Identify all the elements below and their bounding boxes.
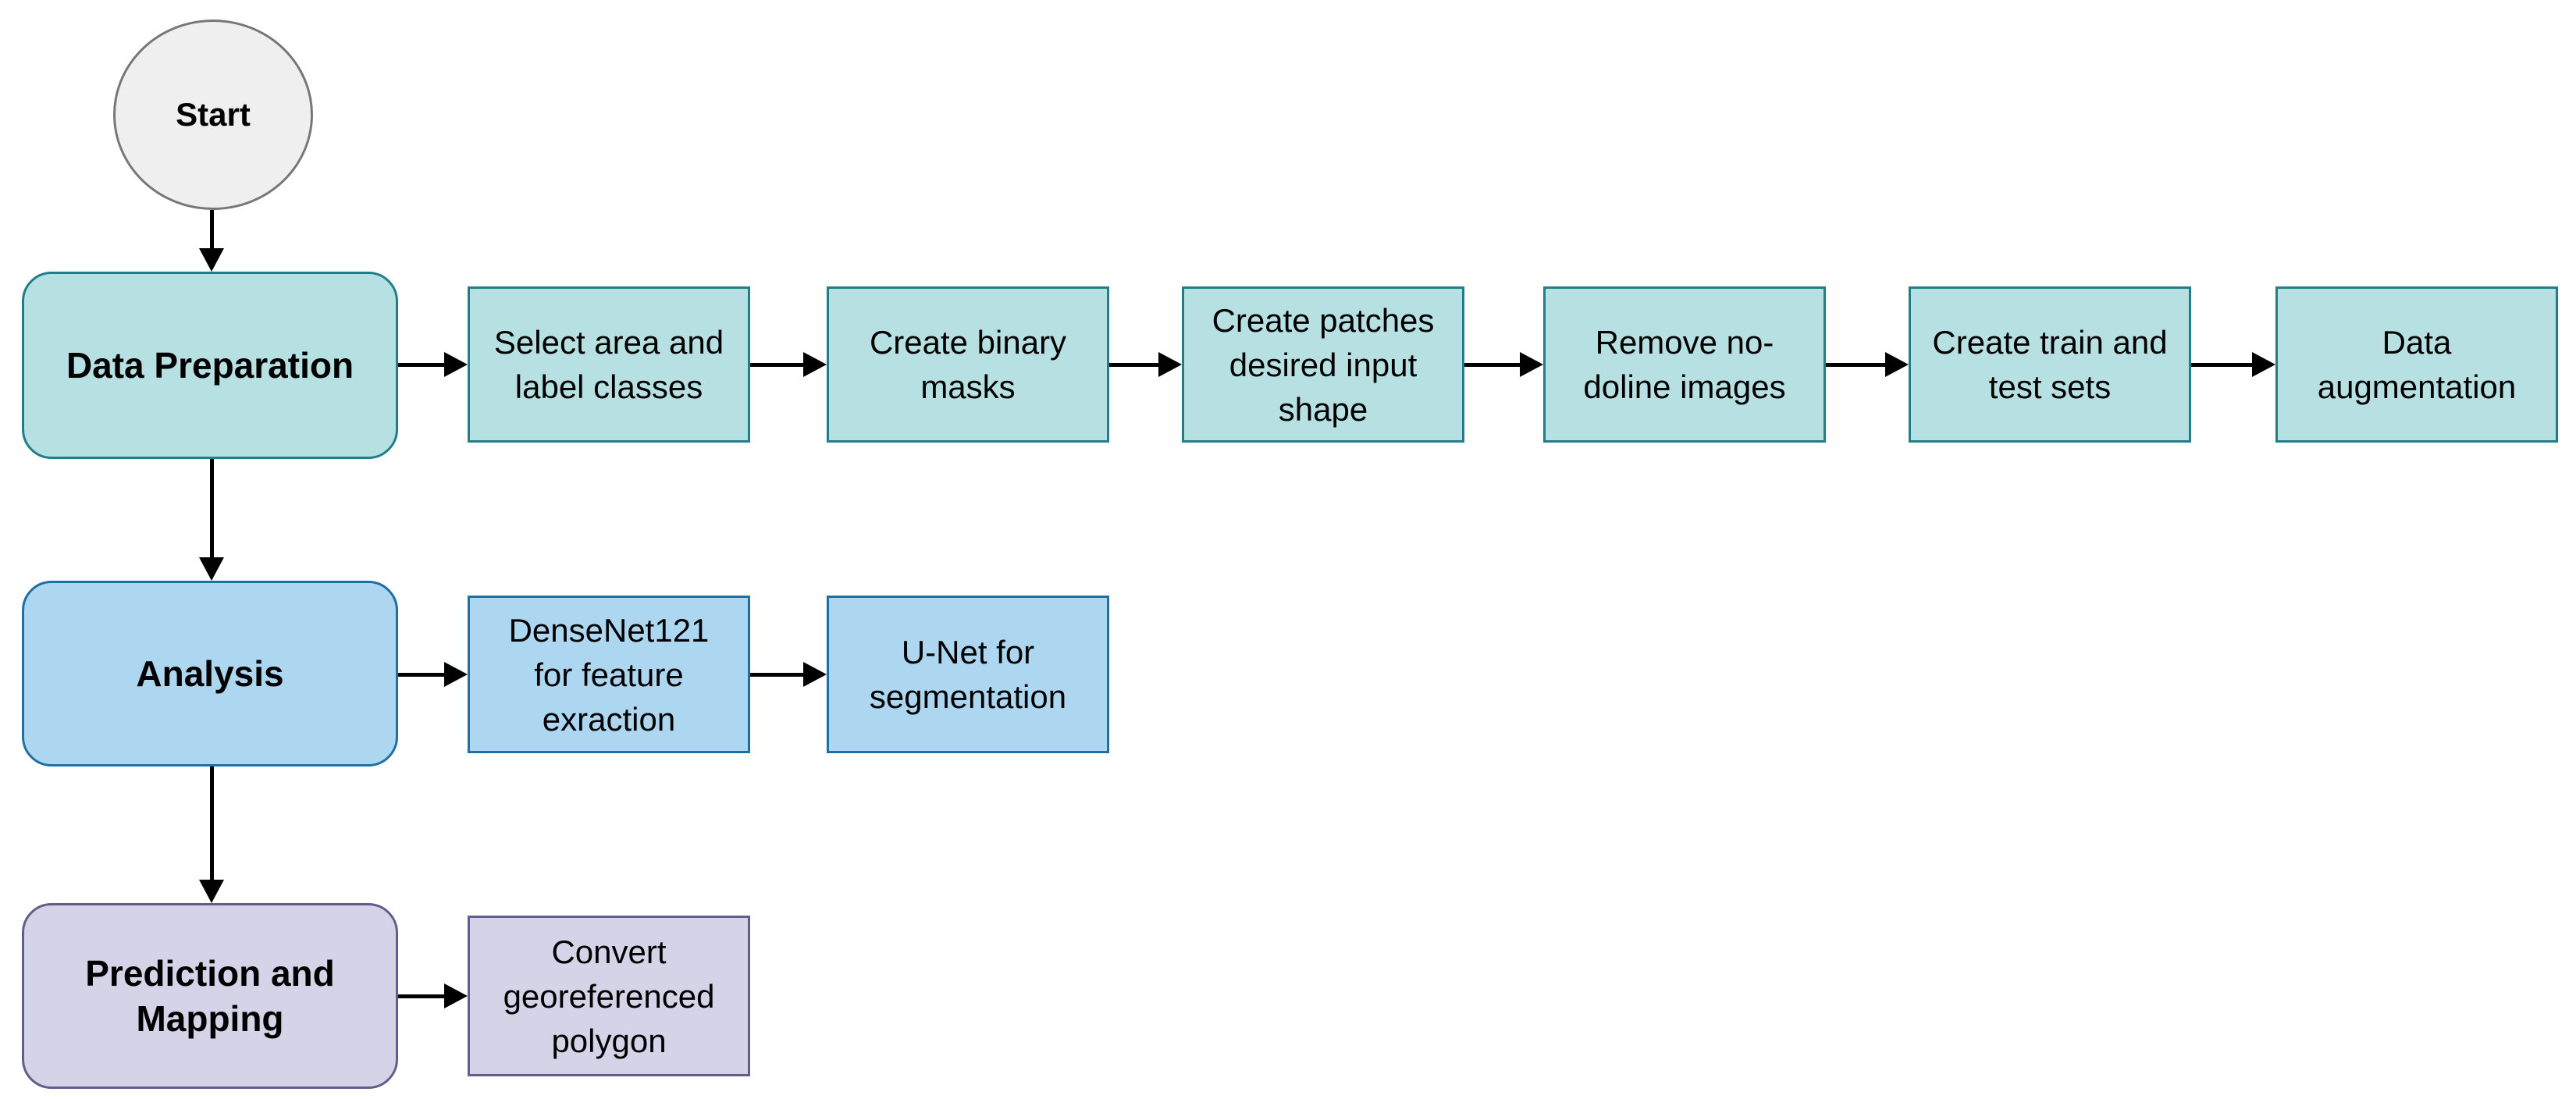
arrow-select-area-to-binary-masks: [750, 351, 827, 378]
arrow-remove-no-doline-to-train-test: [1826, 351, 1909, 378]
step-remove-no-doline: Remove no- doline images: [1543, 286, 1826, 443]
arrowhead-down-icon: [199, 248, 224, 272]
arrow-shaft: [398, 672, 444, 677]
arrowhead-down-icon: [199, 880, 224, 903]
arrow-shaft: [209, 766, 214, 880]
arrow-shaft: [398, 362, 444, 367]
arrow-shaft: [1826, 362, 1885, 367]
step-densenet121: DenseNet121 for feature exraction: [468, 596, 750, 753]
arrow-shaft: [209, 210, 214, 248]
step-select-area: Select area and label classes: [468, 286, 750, 443]
stage-label: Data Preparation: [66, 345, 354, 386]
arrowhead-right-icon: [444, 983, 468, 1008]
stage-prediction-mapping: Prediction and Mapping: [22, 903, 398, 1089]
start-node: Start: [113, 20, 313, 210]
arrow-shaft: [209, 459, 214, 557]
arrow-binary-masks-to-create-patches: [1109, 351, 1182, 378]
step-train-test-sets: Create train and test sets: [1909, 286, 2191, 443]
step-label: Convert georeferenced polygon: [503, 933, 715, 1059]
arrow-shaft: [1464, 362, 1520, 367]
step-label: Create train and test sets: [1932, 324, 2168, 405]
arrow-analysis-to-densenet: [398, 661, 468, 688]
stage-label: Prediction and Mapping: [85, 953, 335, 1039]
step-label: DenseNet121 for feature exraction: [508, 611, 710, 738]
step-label: Create patches desired input shape: [1212, 301, 1435, 428]
arrowhead-right-icon: [444, 352, 468, 377]
step-data-augmentation: Data augmentation: [2275, 286, 2558, 443]
arrowhead-right-icon: [2252, 352, 2275, 377]
arrow-analysis-to-prediction: [198, 766, 225, 903]
arrowhead-right-icon: [803, 352, 827, 377]
arrow-start-to-data-preparation: [198, 210, 225, 272]
step-create-patches: Create patches desired input shape: [1182, 286, 1464, 443]
arrow-create-patches-to-remove-no-doline: [1464, 351, 1543, 378]
arrowhead-down-icon: [199, 557, 224, 581]
arrow-densenet-to-unet: [750, 661, 827, 688]
step-label: Create binary masks: [869, 324, 1067, 405]
arrowhead-right-icon: [1520, 352, 1543, 377]
arrowhead-right-icon: [1885, 352, 1909, 377]
start-label: Start: [176, 96, 251, 133]
arrowhead-right-icon: [803, 662, 827, 687]
step-label: Data augmentation: [2317, 324, 2517, 405]
stage-label: Analysis: [136, 653, 284, 694]
arrow-data-preparation-to-analysis: [198, 459, 225, 581]
arrow-shaft: [2191, 362, 2252, 367]
stage-data-preparation: Data Preparation: [22, 272, 398, 459]
step-unet: U-Net for segmentation: [827, 596, 1109, 753]
arrowhead-right-icon: [444, 662, 468, 687]
arrow-shaft: [398, 994, 444, 998]
arrow-prediction-to-convert-polygon: [398, 983, 468, 1009]
step-binary-masks: Create binary masks: [827, 286, 1109, 443]
step-convert-polygon: Convert georeferenced polygon: [468, 916, 750, 1076]
arrow-data-preparation-to-select-area: [398, 351, 468, 378]
arrow-shaft: [750, 362, 803, 367]
arrow-shaft: [1109, 362, 1158, 367]
step-label: Remove no- doline images: [1583, 324, 1786, 405]
step-label: Select area and label classes: [493, 324, 724, 405]
arrow-train-test-to-augmentation: [2191, 351, 2275, 378]
stage-analysis: Analysis: [22, 581, 398, 766]
arrow-shaft: [750, 672, 803, 677]
arrowhead-right-icon: [1158, 352, 1182, 377]
step-label: U-Net for segmentation: [869, 634, 1067, 715]
